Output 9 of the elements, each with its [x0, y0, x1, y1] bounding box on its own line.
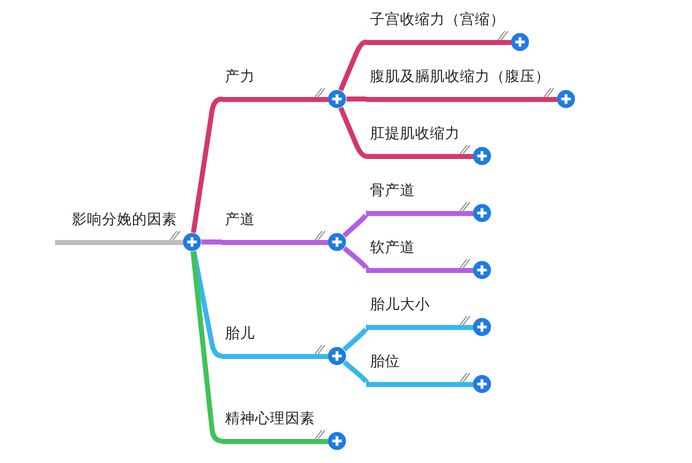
- branch-line: [342, 212, 369, 238]
- branch-line: [342, 360, 370, 386]
- branch-line: [338, 40, 366, 92]
- branch-line: [202, 240, 222, 244]
- branch-line: [191, 250, 222, 358]
- branch-line: [346, 96, 366, 102]
- branch-line: [342, 246, 370, 272]
- branch-line: [342, 326, 369, 352]
- branch-line: [338, 106, 366, 158]
